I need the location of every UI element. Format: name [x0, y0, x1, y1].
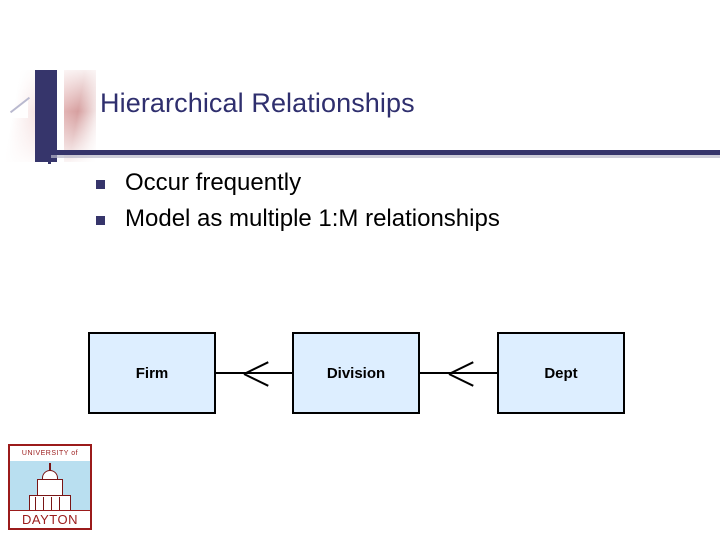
list-item: Model as multiple 1:M relationships	[96, 202, 696, 236]
entity-label: Dept	[544, 364, 578, 382]
chapel-column	[35, 497, 36, 510]
chapel-column	[43, 497, 44, 510]
list-item: Occur frequently	[96, 166, 696, 200]
entity-label: Division	[326, 364, 386, 382]
entity-box-division: Division	[292, 332, 420, 414]
deco-triangle-icon	[6, 100, 28, 118]
deco-white-bar	[57, 70, 64, 162]
logo-top-text: UNIVERSITY of	[21, 450, 79, 457]
chapel-column	[59, 497, 60, 510]
square-bullet-icon	[96, 216, 105, 226]
title-rule-tick	[48, 150, 51, 164]
logo-sky-field	[10, 461, 90, 511]
chapel-icon	[27, 463, 73, 511]
entity-box-firm: Firm	[88, 332, 216, 414]
title-rule	[45, 150, 720, 155]
entity-box-dept: Dept	[497, 332, 625, 414]
bullet-text: Model as multiple 1:M relationships	[125, 205, 500, 233]
chapel-column	[51, 497, 52, 510]
er-diagram: Firm Division Dept	[0, 332, 720, 422]
logo-bottom-text: DAYTON	[10, 510, 90, 528]
bullet-list: Occur frequently Model as multiple 1:M r…	[96, 166, 696, 238]
university-logo: UNIVERSITY of DAYTON	[8, 444, 92, 530]
decorative-corner-motif	[0, 70, 100, 170]
title-rule-shadow	[48, 155, 720, 158]
crows-foot-icon	[449, 360, 475, 386]
square-bullet-icon	[96, 180, 105, 189]
chapel-spire	[49, 463, 51, 471]
bullet-text: Occur frequently	[125, 169, 302, 196]
page-title: Hierarchical Relationships	[100, 88, 415, 118]
deco-blue-bar	[35, 70, 57, 162]
crows-foot-icon	[244, 360, 270, 386]
entity-label: Firm	[135, 364, 169, 382]
